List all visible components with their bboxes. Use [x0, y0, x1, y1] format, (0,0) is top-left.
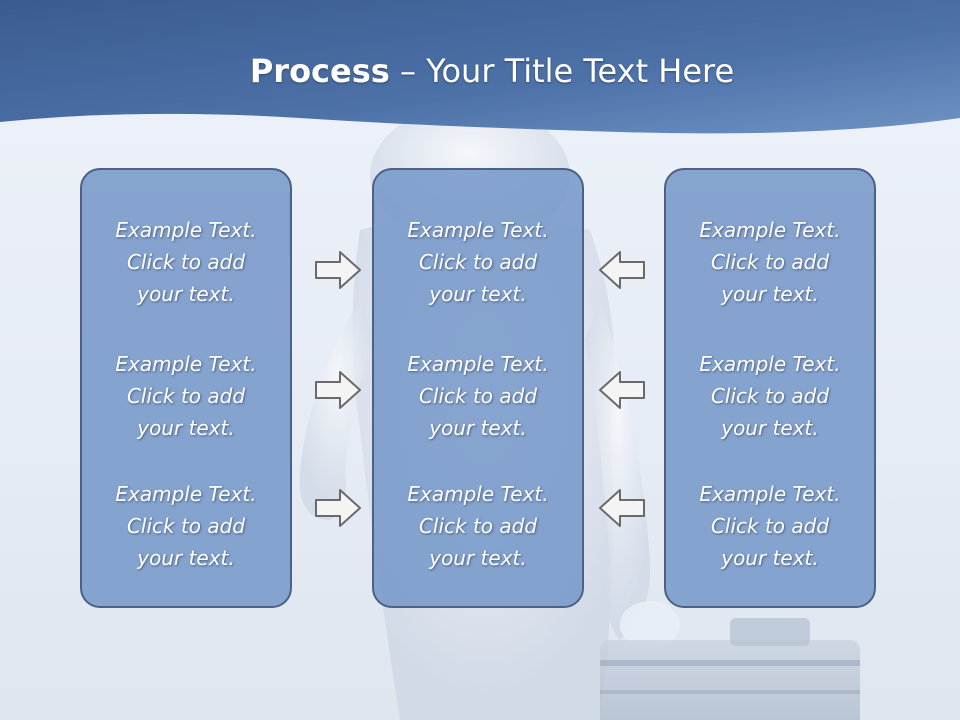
- header-band: [0, 0, 960, 134]
- page-title: Process – Your Title Text Here: [0, 52, 960, 90]
- arrow-left-icon: [599, 251, 645, 289]
- title-dash: –: [389, 52, 427, 90]
- box-text[interactable]: Example Text. Click to add your text.: [115, 218, 257, 306]
- arrow-left-icon: [599, 489, 645, 527]
- process-box-right[interactable]: Example Text. Click to add your text. Ex…: [664, 168, 876, 608]
- box-text[interactable]: Example Text. Click to add your text.: [699, 352, 841, 440]
- process-box-center[interactable]: Example Text. Click to add your text. Ex…: [372, 168, 584, 608]
- box-text[interactable]: Example Text. Click to add your text.: [115, 482, 257, 570]
- process-box-left[interactable]: Example Text. Click to add your text. Ex…: [80, 168, 292, 608]
- box-text[interactable]: Example Text. Click to add your text.: [699, 482, 841, 570]
- box-text[interactable]: Example Text. Click to add your text.: [407, 352, 549, 440]
- arrow-right-icon: [315, 371, 361, 409]
- title-bold: Process: [249, 52, 390, 90]
- title-rest: Your Title Text Here: [426, 52, 735, 90]
- arrow-right-icon: [315, 251, 361, 289]
- box-text[interactable]: Example Text. Click to add your text.: [407, 218, 549, 306]
- box-text[interactable]: Example Text. Click to add your text.: [699, 218, 841, 306]
- box-text[interactable]: Example Text. Click to add your text.: [407, 482, 549, 570]
- box-text[interactable]: Example Text. Click to add your text.: [115, 352, 257, 440]
- arrow-left-icon: [599, 371, 645, 409]
- arrow-right-icon: [315, 489, 361, 527]
